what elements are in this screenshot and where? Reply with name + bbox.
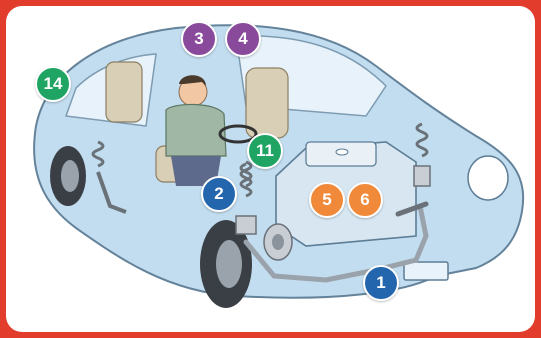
license-plate (403, 261, 449, 281)
rear-suspension (91, 140, 127, 214)
badge-4[interactable]: 4 (225, 21, 261, 57)
rear-wheel (50, 146, 86, 206)
front-right-suspension (413, 122, 431, 187)
brake-disc (263, 223, 293, 261)
badge-6[interactable]: 6 (347, 182, 383, 218)
tie-rod (395, 201, 429, 217)
car-illustration (33, 24, 525, 308)
badge-2[interactable]: 2 (201, 176, 237, 212)
front-left-suspension (235, 160, 257, 235)
seats (105, 61, 289, 183)
driver-figure (165, 75, 227, 186)
badge-14[interactable]: 14 (35, 66, 71, 102)
badge-1[interactable]: 1 (363, 265, 399, 301)
headlight (467, 155, 509, 201)
badge-11[interactable]: 11 (247, 133, 283, 169)
badge-3[interactable]: 3 (181, 21, 217, 57)
engine (275, 141, 417, 247)
badge-5[interactable]: 5 (309, 182, 345, 218)
diagram-frame: 3 4 14 11 2 5 6 1 (6, 6, 535, 332)
front-wheel (200, 220, 252, 308)
